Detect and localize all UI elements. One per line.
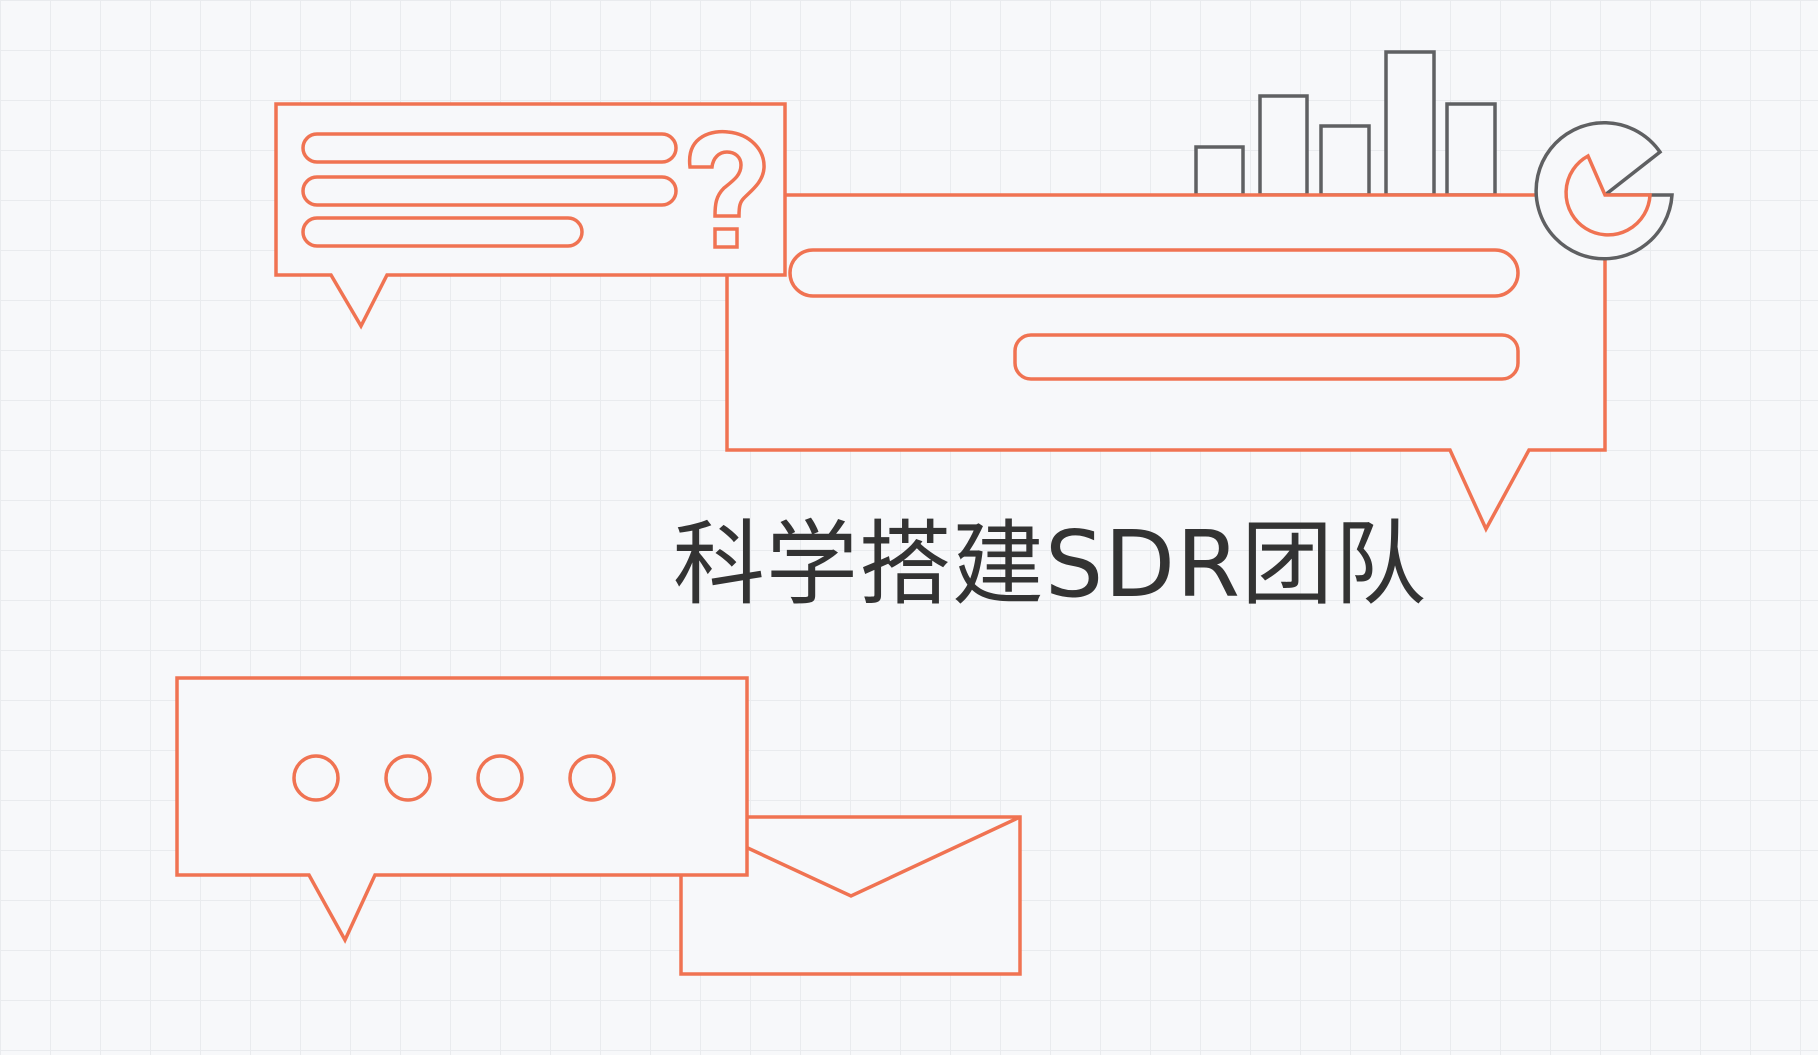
typing-dots-speech-bubble-icon: [175, 676, 749, 944]
question-line: [301, 216, 584, 248]
question-mark-icon: [688, 129, 766, 249]
question-line: [301, 132, 678, 164]
headline-title: 科学搭建SDR团队: [672, 511, 1428, 618]
typing-dot: [384, 754, 432, 802]
typing-dot: [568, 754, 616, 802]
typing-dot: [292, 754, 340, 802]
bar-chart-icon: [1194, 50, 1497, 197]
message-speech-bubble-icon: [725, 193, 1607, 533]
pie-chart-icon: [1534, 121, 1674, 261]
message-line: [1013, 333, 1520, 381]
typing-dot: [476, 754, 524, 802]
question-line: [301, 175, 678, 207]
message-line: [788, 248, 1520, 298]
question-speech-bubble-icon: [274, 102, 787, 330]
